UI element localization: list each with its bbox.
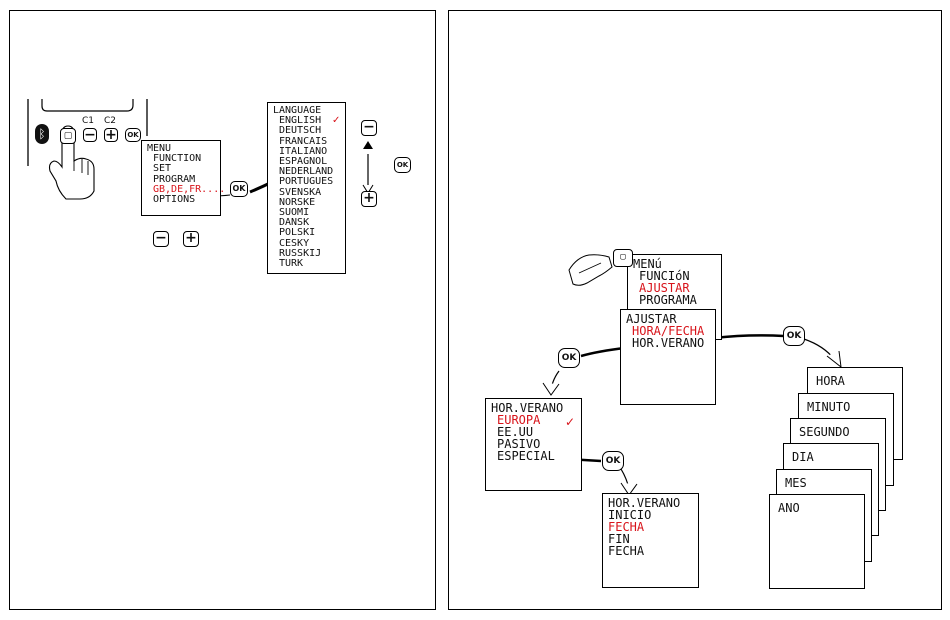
card-ano: ANO (769, 494, 865, 589)
language-item: TURK (279, 258, 304, 270)
language-item: RUSSKIJ (279, 247, 322, 259)
minus-button[interactable]: − (83, 127, 97, 143)
device-outline (27, 99, 374, 200)
menu-es-item-programa: PROGRAMA (639, 293, 697, 307)
ok-button-3[interactable]: OK (394, 157, 411, 173)
language-item: CESKY (279, 237, 310, 249)
verano-check-icon: ✓ (565, 415, 576, 429)
right-panel: MENú FUNCIóN AJUSTAR PROGRAMA ▢ AJUSTAR … (448, 10, 942, 610)
minus-button-2[interactable]: − (153, 231, 169, 247)
card-ano-label: ANO (778, 501, 800, 515)
menu-item-function: FUNCTION (153, 153, 202, 165)
menu-item-program: PROGRAM (153, 173, 196, 185)
minus-button-3[interactable]: − (361, 120, 377, 136)
menu-item-options: OPTIONS (153, 194, 196, 206)
language-item: DEUTSCH (279, 125, 322, 137)
plus-button-3[interactable]: + (361, 191, 377, 207)
verano-item-especial: ESPECIAL (497, 449, 555, 463)
left-panel: ᛒ ▢ C1 C2 − + OK MENU FUNCTION SET PROGR… (9, 10, 436, 610)
language-item: POLSKI (279, 227, 316, 239)
menu-item-language: GB,DE,FR.... (153, 183, 226, 195)
ajustar-title: AJUSTAR (626, 312, 677, 326)
card-segundo-label: SEGUNDO (799, 425, 850, 439)
card-minuto-label: MINUTO (807, 400, 851, 414)
plus-button[interactable]: + (104, 127, 118, 143)
language-item: ESPAGNOL (279, 156, 328, 168)
verano-screen: HOR.VERANO EUROPA EE.UU PASIVO ESPECIAL (485, 398, 582, 491)
ok-button-especial[interactable]: OK (602, 451, 624, 471)
c1-label: C1 (82, 116, 95, 126)
language-item: ENGLISH (279, 115, 322, 127)
language-item: ITALIANO (279, 145, 328, 157)
menu-title: MENU (147, 143, 172, 154)
ajustar-item-hora-fecha: HORA/FECHA (632, 324, 705, 338)
language-item: SVENSKA (279, 186, 322, 198)
verano-item-pasivo: PASIVO (497, 437, 541, 451)
plus-button-2[interactable]: + (183, 231, 199, 247)
language-item: DANSK (279, 217, 310, 229)
menu-item-set: SET (153, 163, 172, 175)
ok-button-hora[interactable]: OK (783, 326, 805, 346)
ok-arrow-button[interactable]: OK (230, 181, 248, 197)
check-icon: ✓ (332, 115, 341, 126)
especial-line-inicio: INICIO (608, 508, 652, 522)
especial-title: HOR.VERANO (608, 496, 681, 510)
language-item: FRANCAIS (279, 135, 328, 147)
menu-es-item-ajustar: AJUSTAR (639, 281, 690, 295)
ajustar-screen: AJUSTAR HORA/FECHA HOR.VERANO (620, 309, 716, 405)
verano-item-eeuu: EE.UU (497, 425, 534, 439)
c2-label: C2 (104, 116, 117, 126)
menu-es-item-funcion: FUNCIóN (639, 269, 690, 283)
card-hora-label: HORA (816, 374, 845, 388)
bluetooth-icon: ᛒ (35, 124, 49, 144)
verano-item-europa: EUROPA (497, 413, 541, 427)
ok-button[interactable]: OK (125, 128, 141, 142)
card-dia-label: DIA (792, 450, 814, 464)
language-item: PORTUGUES (279, 176, 334, 188)
especial-line-fin: FIN (608, 532, 630, 546)
language-item: NEDERLAND (279, 166, 334, 178)
card-mes-label: MES (785, 476, 807, 490)
language-item: NORSKE (279, 196, 316, 208)
menu-screen: MENU FUNCTION SET PROGRAM GB,DE,FR.... O… (141, 140, 226, 216)
ok-button-verano[interactable]: OK (558, 348, 580, 368)
especial-line-fecha: FECHA (608, 520, 645, 534)
especial-screen: HOR.VERANO INICIO FECHA FIN FECHA (602, 493, 699, 588)
menu-es-title: MENú (633, 257, 662, 271)
menu-press-icon: ▢ (613, 249, 633, 267)
menu-button[interactable]: ▢ (60, 128, 76, 144)
especial-line-fecha-2: FECHA (608, 544, 645, 558)
language-item: SUOMI (279, 207, 310, 219)
ajustar-item-hor-verano: HOR.VERANO (632, 336, 705, 350)
verano-title: HOR.VERANO (491, 401, 564, 415)
language-title: LANGUAGE (273, 105, 322, 116)
